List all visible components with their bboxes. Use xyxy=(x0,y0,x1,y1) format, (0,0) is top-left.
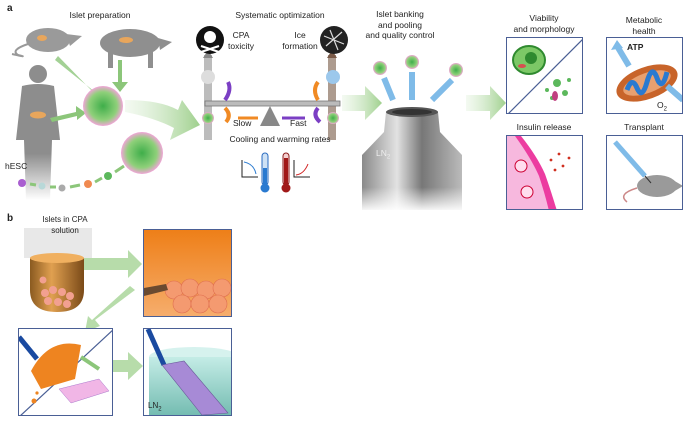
human-silhouette xyxy=(16,65,60,200)
arrow-to-assays xyxy=(466,86,506,120)
islet-cluster-primary xyxy=(83,86,123,126)
damaged-islet-icon xyxy=(201,70,215,84)
islet-preparation-title: Islet preparation xyxy=(69,10,131,20)
islets-line-2: solution xyxy=(51,225,79,235)
metabolic-line-1: Metabolic xyxy=(625,15,663,25)
cpa-line: CPA xyxy=(232,30,250,40)
hesc-differentiation-cells xyxy=(18,164,125,192)
banking-line-2: and pooling xyxy=(378,19,422,30)
o-sub: 2 xyxy=(663,106,667,113)
skull-icon xyxy=(196,26,224,54)
systematic-optimization-title: Systematic optimization xyxy=(235,10,325,20)
cooling-thermometer-icon xyxy=(241,152,270,193)
insulin-release-box xyxy=(506,135,583,210)
metabolic-line-2: health xyxy=(632,25,656,36)
fast-label: Fast xyxy=(290,118,307,128)
insulin-granule-illustration xyxy=(507,136,571,209)
islet-cluster-hesc xyxy=(121,132,163,174)
ln2-plunge-box: LN2 xyxy=(143,328,232,416)
islets-line-1: Islets in CPA xyxy=(42,215,88,224)
transplant-title: Transplant xyxy=(624,122,664,132)
banking-line-1: Islet banking xyxy=(376,9,424,19)
panel-label-b: b xyxy=(7,213,14,224)
viability-cell-illustration xyxy=(508,39,582,113)
o2-label: O2 xyxy=(657,100,667,113)
ln2-label-b: LN2 xyxy=(148,401,162,415)
insulin-release-title: Insulin release xyxy=(516,122,572,132)
viability-line-1: Viability xyxy=(529,13,559,23)
ln-sub-b: 2 xyxy=(158,406,162,413)
arrow-to-ln2-plunge xyxy=(113,352,143,380)
arrow-human-to-islet xyxy=(50,106,86,122)
transplant-box xyxy=(606,135,683,210)
mitochondrion-illustration xyxy=(611,40,682,103)
arrow-rat-to-islet xyxy=(55,56,100,100)
arrow-to-optimization xyxy=(125,100,200,140)
ln2-canister-label: LN2 xyxy=(376,148,390,163)
banking-line-3: and quality control xyxy=(365,30,435,40)
panel-label-a: a xyxy=(7,3,13,14)
o-text: O xyxy=(657,100,664,110)
formation-line: formation xyxy=(282,40,318,51)
islets-closeup-box xyxy=(143,229,232,317)
ln-sub: 2 xyxy=(386,154,391,161)
ln2-plunge-illustration xyxy=(145,329,231,415)
arrow-closeup-to-loading xyxy=(85,286,135,332)
ice-formation-icon xyxy=(320,26,348,54)
loading-box xyxy=(18,328,113,416)
viability-line-2: and morphology xyxy=(513,23,575,34)
metabolic-box: ATP O2 xyxy=(606,37,683,114)
atp-label: ATP xyxy=(627,42,644,52)
warming-thermometer-icon xyxy=(281,152,310,193)
ln-text-b: LN xyxy=(148,401,159,410)
arrow-pig-to-islet xyxy=(112,60,128,92)
cpa-drain-illustration xyxy=(19,330,112,415)
hesc-label: hESC xyxy=(5,161,28,171)
toxicity-line: toxicity xyxy=(228,40,254,51)
ln2-canister xyxy=(358,55,468,212)
fulcrum xyxy=(260,106,280,126)
pig-silhouette xyxy=(100,29,172,68)
cpa-tube xyxy=(24,228,92,312)
slow-label: Slow xyxy=(233,118,252,128)
balance-diagram xyxy=(201,50,341,140)
rat-silhouette xyxy=(11,28,82,58)
cooling-warming-label: Cooling and warming rates xyxy=(229,134,331,144)
arrow-to-banking xyxy=(342,86,382,120)
arrow-tube-to-closeup xyxy=(78,250,142,278)
ice-crystal-icon xyxy=(326,70,340,84)
viability-box xyxy=(506,37,583,114)
ice-line: Ice xyxy=(294,30,306,40)
mouse-injection-illustration xyxy=(613,140,682,203)
ln-text: LN xyxy=(376,148,387,158)
islets-on-mesh-illustration xyxy=(144,278,231,314)
